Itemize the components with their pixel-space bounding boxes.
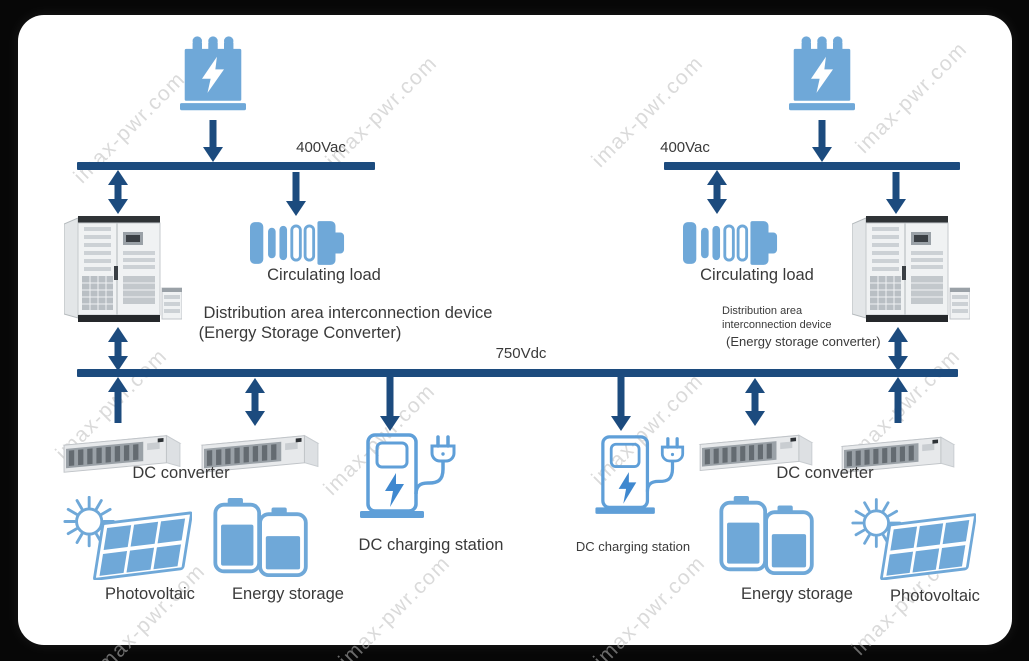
transformer-icon	[789, 34, 855, 122]
photovoltaic-label: Photovoltaic	[890, 587, 980, 605]
device-label-line2: (Energy Storage Converter)	[198, 324, 402, 342]
circulating-load-icon	[683, 219, 778, 267]
dc-bus-label: 750Vdc	[495, 345, 547, 362]
dc-converter-label: DC converter	[776, 464, 874, 482]
flow-arrow	[611, 377, 631, 431]
flow-arrow	[108, 327, 128, 371]
flow-arrow	[245, 378, 265, 426]
circulating-load-label: Circulating load	[700, 266, 814, 284]
energy-storage-icon	[718, 496, 818, 576]
flow-arrow	[380, 377, 400, 431]
watermark: imax-pwr.com	[851, 37, 972, 158]
circulating-load-icon	[250, 219, 345, 267]
transformer-icon	[180, 34, 246, 122]
dc-charging-station-icon	[352, 428, 464, 522]
ac-bus-left-label: 400Vac	[296, 139, 346, 156]
flow-arrow	[812, 120, 832, 162]
energy-storage-label: Energy storage	[741, 585, 853, 603]
flow-arrow	[888, 327, 908, 371]
energy-storage-converter-cabinet	[64, 210, 182, 324]
watermark: imax-pwr.com	[334, 551, 455, 661]
dc-charging-station-icon	[588, 430, 692, 518]
photovoltaic-label: Photovoltaic	[105, 585, 195, 603]
flow-arrow	[108, 377, 128, 423]
dc-converter-rack	[694, 424, 818, 478]
dc-charging-station-label: DC charging station	[358, 536, 504, 554]
flow-arrow	[886, 172, 906, 214]
device-label-line1: Distribution area	[722, 305, 803, 317]
flow-arrow	[888, 377, 908, 423]
flow-arrow	[745, 378, 765, 426]
device-label-line3: (Energy storage converter)	[726, 334, 881, 349]
ac-bus-left	[77, 162, 375, 170]
photovoltaic-icon	[62, 496, 192, 580]
flow-arrow	[108, 170, 128, 214]
dc-converter-rack	[836, 426, 960, 480]
watermark: imax-pwr.com	[589, 551, 710, 661]
dc-converter-label: DC converter	[132, 464, 230, 482]
dc-bus	[77, 369, 958, 377]
dc-charging-station-label: DC charging station	[575, 539, 691, 554]
ac-bus-right	[664, 162, 960, 170]
ac-bus-right-label: 400Vac	[660, 139, 710, 156]
flow-arrow	[707, 170, 727, 214]
device-label-line2: interconnection device	[722, 319, 832, 331]
energy-storage-converter-cabinet	[852, 210, 970, 324]
dc-converter-rack	[196, 424, 324, 480]
photovoltaic-icon	[850, 498, 976, 580]
circulating-load-label: Circulating load	[267, 266, 381, 284]
device-label-line1: Distribution area interconnection device	[203, 304, 493, 322]
energy-storage-label: Energy storage	[232, 585, 344, 603]
dc-converter-rack	[58, 424, 186, 480]
energy-storage-icon	[212, 498, 312, 578]
watermark: imax-pwr.com	[69, 67, 190, 188]
flow-arrow	[203, 120, 223, 162]
flow-arrow	[286, 172, 306, 216]
